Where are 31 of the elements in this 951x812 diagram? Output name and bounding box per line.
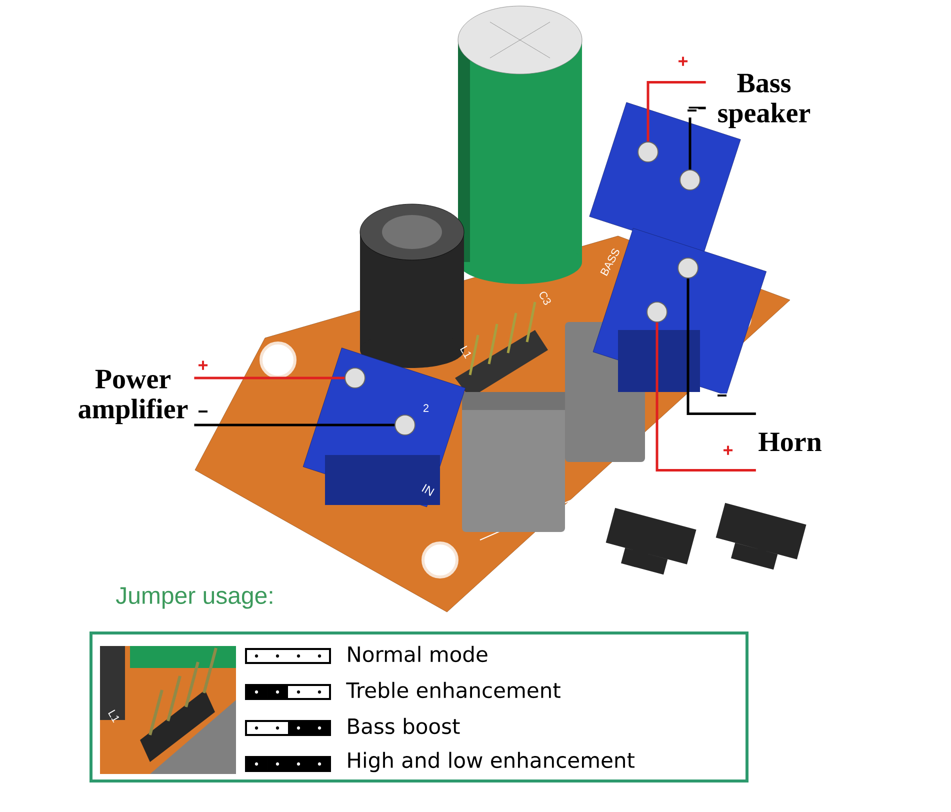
callout-text: Power amplifier xyxy=(78,370,188,424)
silkscreen-label: L1 xyxy=(460,346,472,359)
polarity-sign: + xyxy=(722,444,734,458)
leader-line xyxy=(688,106,706,170)
legend-text: Normal mode xyxy=(348,646,488,662)
screw-terminal xyxy=(646,302,668,322)
callout-text: Horn xyxy=(758,432,822,452)
leader-line xyxy=(646,80,706,142)
leader-line xyxy=(194,376,344,380)
screw-terminal xyxy=(638,142,658,162)
silkscreen-label: C3 xyxy=(540,292,551,305)
legend-text: High and low enhancement xyxy=(348,752,634,772)
silkscreen-label: L1 xyxy=(108,710,120,723)
polarity-sign: − xyxy=(196,410,210,418)
screw-terminal xyxy=(344,368,366,388)
screw-terminal xyxy=(678,258,698,278)
leader-line xyxy=(656,322,756,472)
legend-text: Bass boost xyxy=(348,718,460,734)
legend-text: Treble enhancement xyxy=(346,682,560,698)
polarity-sign: − xyxy=(686,108,698,118)
polarity-sign: + xyxy=(676,56,690,68)
leader-line xyxy=(194,424,394,426)
silkscreen-label: IN xyxy=(422,484,434,496)
screw-terminal xyxy=(680,170,700,190)
polarity-sign: − xyxy=(716,394,728,402)
screw-terminal xyxy=(394,414,416,436)
leader-line xyxy=(686,278,756,416)
silkscreen-label: 2 xyxy=(424,404,429,412)
callout-text: Bass speaker xyxy=(718,74,810,128)
section-heading: Jumper usage: xyxy=(116,587,272,609)
polarity-sign: + xyxy=(196,360,210,372)
